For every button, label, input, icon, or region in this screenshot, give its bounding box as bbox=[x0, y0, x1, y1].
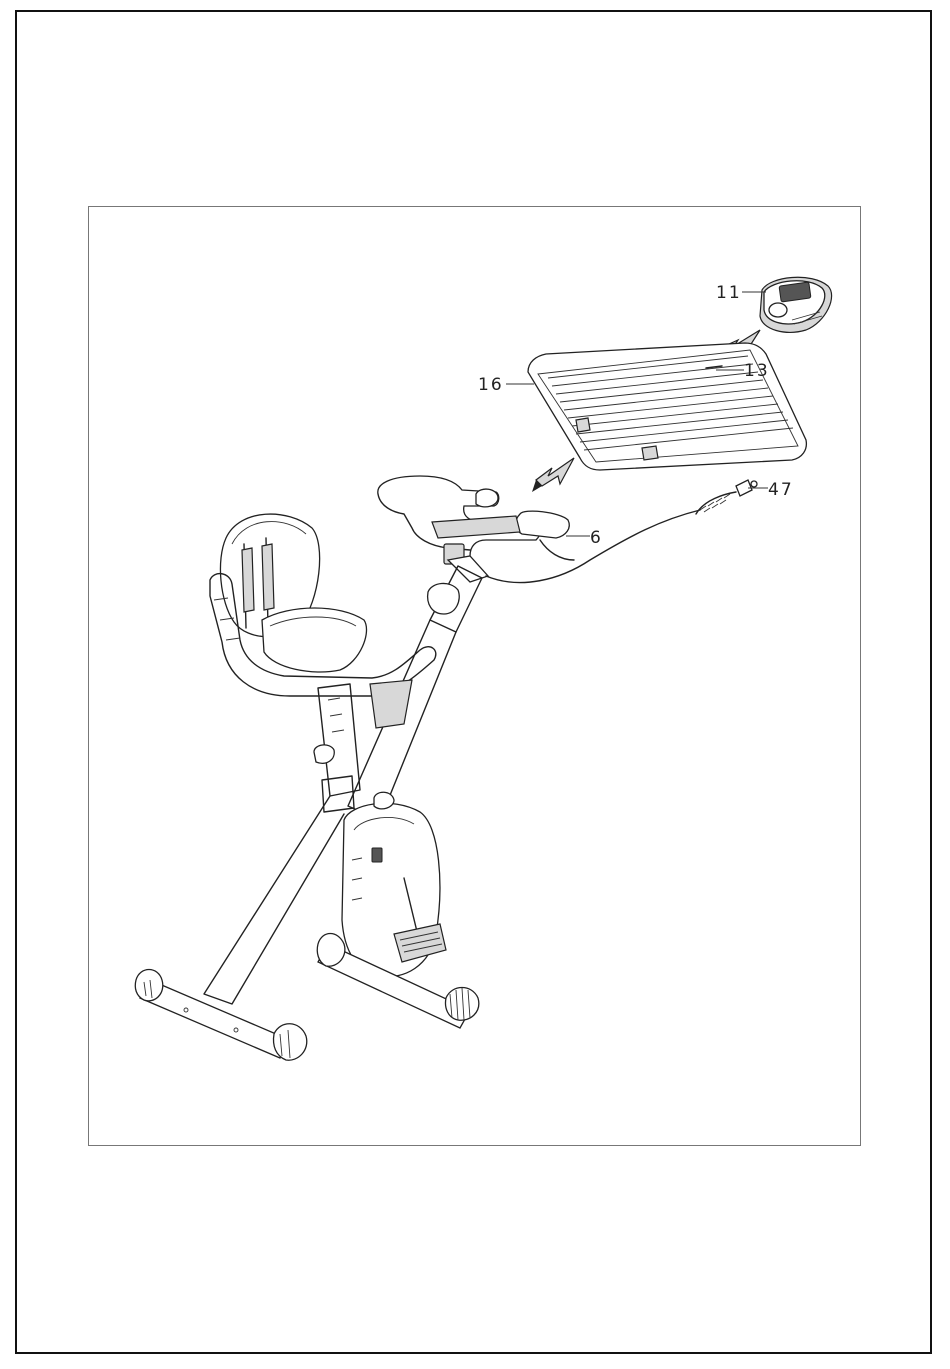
computer-console bbox=[760, 277, 832, 332]
handlebar bbox=[378, 476, 574, 582]
callout-13: 13 bbox=[744, 361, 770, 381]
callout-16: 16 bbox=[478, 375, 504, 395]
arrow-tray bbox=[532, 458, 574, 492]
flywheel-housing bbox=[342, 792, 446, 976]
callout-47: 47 bbox=[768, 480, 794, 500]
callout-6: 6 bbox=[590, 528, 603, 548]
callout-11: 11 bbox=[716, 283, 742, 303]
rear-stabilizer bbox=[135, 970, 307, 1061]
